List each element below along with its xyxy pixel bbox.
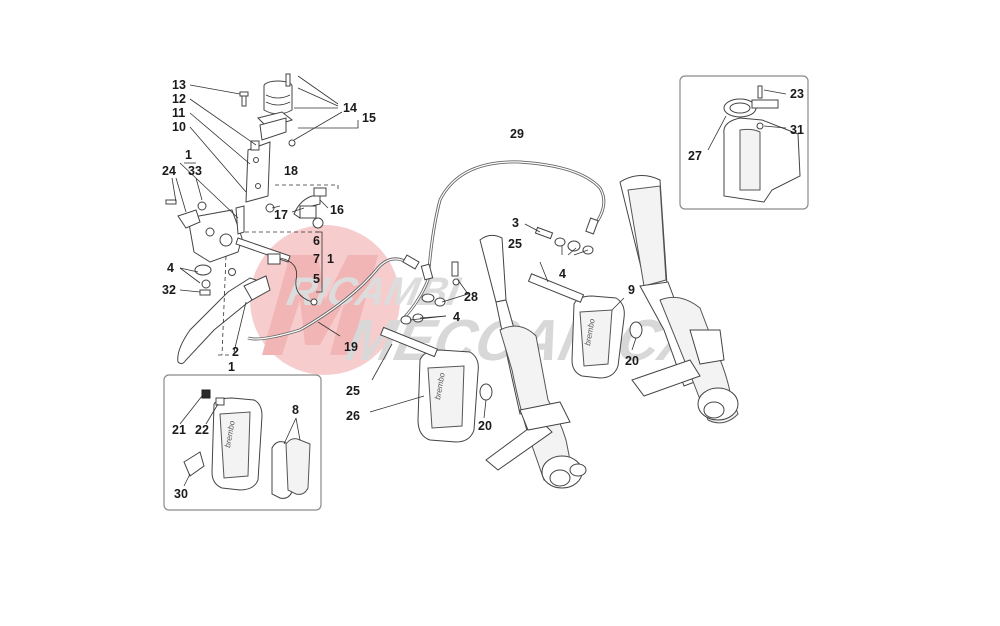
watermark-m-logo [262, 255, 378, 355]
callout-30: 30 [174, 487, 188, 501]
callout-13: 13 [172, 78, 186, 92]
inset-clamp-box [679, 75, 809, 210]
callout-4-right: 4 [559, 267, 566, 281]
callout-4-mid: 4 [453, 310, 460, 324]
master-cylinder-assembly [165, 73, 327, 365]
callout-1-bottom: 1 [228, 360, 235, 374]
right-fork-leg [619, 175, 739, 424]
callout-5: 5 [313, 272, 320, 286]
left-caliper: brembo [379, 326, 493, 443]
callout-19: 19 [344, 340, 358, 354]
leader-lines-left [171, 75, 359, 356]
callout-31: 31 [790, 123, 804, 137]
callout-7: 7 [313, 252, 320, 266]
callout-24: 24 [162, 164, 176, 178]
left-fork-leg [479, 234, 587, 489]
callout-15: 15 [362, 111, 376, 125]
callout-25-bottom: 25 [346, 384, 360, 398]
callout-10: 10 [172, 120, 186, 134]
callout-16: 16 [330, 203, 344, 217]
callout-1-top: 1 [185, 148, 192, 162]
callout-17: 17 [274, 208, 288, 222]
callout-23: 23 [790, 87, 804, 101]
callout-18: 18 [284, 164, 298, 178]
callout-20-left: 20 [478, 419, 492, 433]
inset-pads-box: brembo [163, 374, 322, 511]
callout-29: 29 [510, 127, 524, 141]
callout-20-right: 20 [625, 354, 639, 368]
callout-21: 21 [172, 423, 186, 437]
callout-labels: 13 12 11 10 1 24 33 4 32 14 15 18 17 16 … [162, 78, 804, 501]
callout-8: 8 [292, 403, 299, 417]
callout-11: 11 [172, 106, 185, 120]
callout-33: 33 [188, 164, 202, 178]
callout-4-left: 4 [167, 261, 174, 275]
leader-lines-right [317, 223, 637, 419]
callout-9: 9 [628, 283, 635, 297]
watermark-line1: RICAMBI [283, 268, 464, 313]
callout-14: 14 [343, 101, 357, 115]
brake-hoses [247, 160, 606, 341]
callout-32: 32 [162, 283, 176, 297]
right-caliper: brembo [527, 273, 643, 379]
callout-12: 12 [172, 92, 186, 106]
callout-1-mid: 1 [327, 252, 334, 266]
callout-26: 26 [346, 409, 360, 423]
callout-3: 3 [512, 216, 519, 230]
callout-22: 22 [195, 423, 209, 437]
callout-27: 27 [688, 149, 702, 163]
callout-25-top: 25 [508, 237, 522, 251]
callout-2: 2 [232, 345, 239, 359]
callout-28: 28 [464, 290, 478, 304]
callout-6: 6 [313, 234, 320, 248]
